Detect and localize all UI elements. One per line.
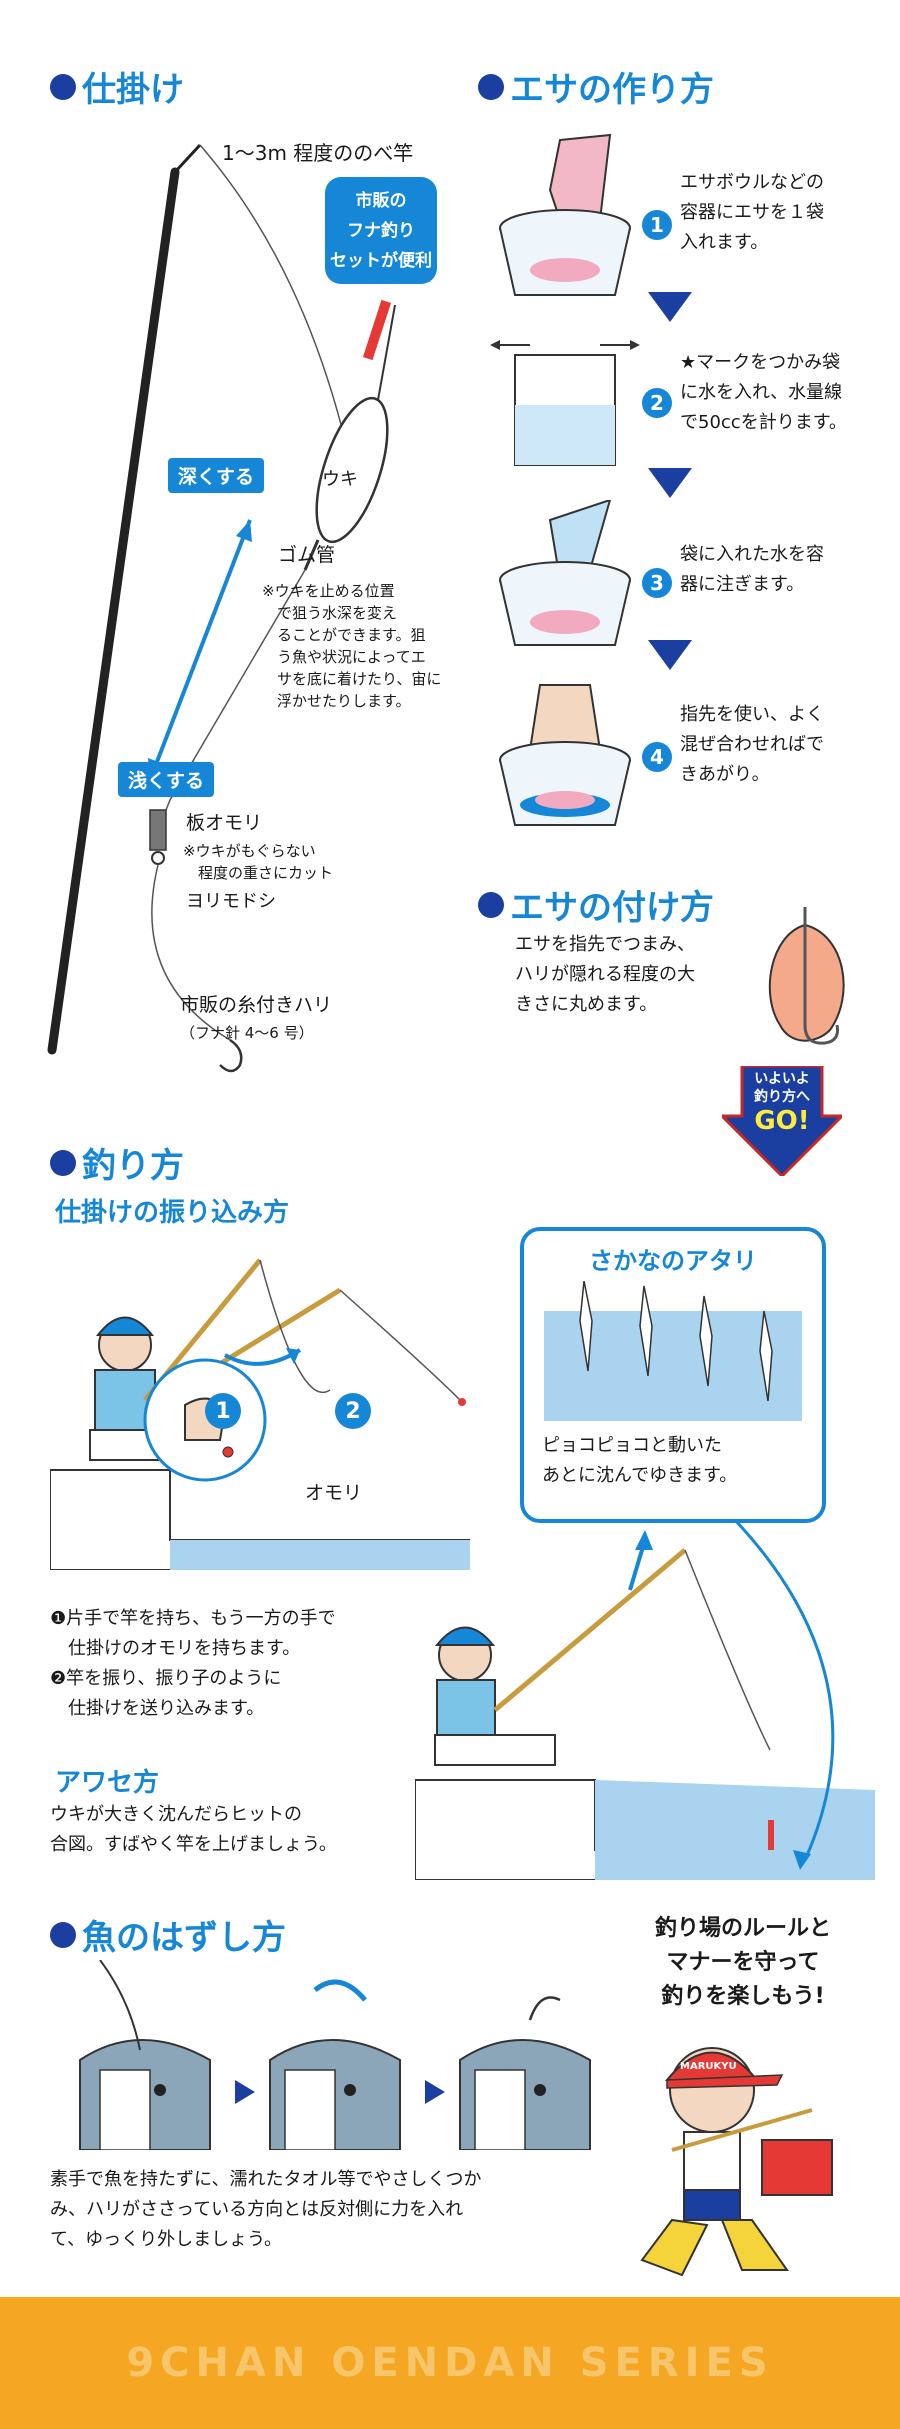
hand-icon: [528, 684, 602, 751]
rubber-tube-label: ゴム管: [278, 544, 336, 566]
step-number-3: 3: [642, 568, 672, 598]
hook-icon: [803, 907, 839, 1045]
sinker-icon: [149, 809, 167, 851]
unhook-step-1: [79, 1960, 211, 2150]
fishing-rod: [47, 167, 180, 1055]
cooler-box-icon: [761, 2139, 833, 2196]
hook-note: （フナ針 4～6 号）: [180, 1024, 314, 1042]
awase-title: アワセ方: [55, 1768, 160, 1798]
float-icon: [303, 299, 396, 571]
tackle-illustration: [47, 143, 396, 1073]
atari-box: さかなのアタリ ピョコピョコと動いた あとに沈んでゆきます。: [520, 1227, 826, 1523]
casting-illustration: [50, 1258, 470, 1570]
boot-icon: [720, 2219, 789, 2271]
float-label: ウキ: [322, 469, 358, 490]
rod-label: 1～3m 程度ののべ竿: [222, 141, 414, 165]
shallower-label: 浅くする: [118, 762, 215, 797]
step4-text: 指先を使い、よく 混ぜ合わせればで きあがり。: [680, 704, 824, 785]
bullet-dot-icon: [478, 73, 504, 100]
step-number-1: 1: [642, 210, 672, 240]
step2-image: [490, 340, 640, 466]
bait-on-hook-image: [768, 907, 845, 1045]
hook-icon: [528, 1996, 561, 2021]
bullet-dot-icon: [50, 73, 76, 100]
hooking-illustration: [415, 1520, 875, 1880]
manners-text: 釣り場のルールと マナーを守って 釣りを楽しもう!: [654, 1916, 831, 2009]
awase-text: ウキが大きく沈んだらヒットの 合図。すばやく竿を上げましょう。: [50, 1804, 337, 1855]
section-title-esa-tsukuri: エサの作り方: [478, 62, 714, 111]
bullet-dot-icon: [50, 1921, 76, 1948]
step2-text: ★マークをつかみ袋 に水を入れ、水量線 で50ccを計ります。: [680, 352, 847, 433]
mascot-illustration: [640, 2047, 833, 2277]
unhook-step-3: [459, 1996, 591, 2150]
section-title-esa-tsuke: エサの付け方: [478, 880, 714, 929]
omori-label: オモリ: [305, 1482, 363, 1504]
step-number-2: 2: [642, 388, 672, 418]
boot-icon: [640, 2218, 709, 2277]
bullet-dot-icon: [50, 1149, 76, 1176]
section-title-shikake: 仕掛け: [50, 62, 184, 111]
float-movement-image: [544, 1281, 802, 1421]
float-icon: [768, 1820, 774, 1850]
subtitle-furikomi: 仕掛けの振り込み方: [55, 1198, 290, 1228]
swivel-icon: [151, 851, 165, 865]
step3-text: 袋に入れた水を容 器に注ぎます。: [680, 544, 824, 595]
unhooking-steps-image: [79, 1960, 591, 2150]
esa-tsuke-text: エサを指先でつまみ、 ハリが隠れる程度の大 きさに丸めます。: [515, 934, 695, 1015]
unhook-step-2: [269, 1979, 401, 2150]
rubber-tube-note: ※ウキを止める位置 で狙う水深を変え ることができます。狙 う魚や状況によってエ…: [262, 582, 442, 710]
step4-image: [499, 684, 631, 826]
cast-instructions: ❶片手で竿を持ち、もう一方の手で 仕掛けのオモリを持ちます。 ❷竿を振り、振り子…: [50, 1608, 336, 1719]
cap-text: MARUKYU: [680, 2061, 737, 2072]
footer-bar: 9CHAN OENDAN SERIES: [0, 2297, 900, 2429]
atari-title: さかなのアタリ: [589, 1247, 757, 1275]
swivel-label: ヨリモドシ: [186, 891, 276, 912]
down-arrow-icon: [648, 292, 692, 322]
cap-icon: [434, 1626, 496, 1646]
cap-icon: [95, 1316, 155, 1336]
sinker-note: ※ウキがもぐらない 程度の重さにカット: [183, 842, 334, 882]
tip-bubble: 市販の フナ釣り セットが便利: [325, 177, 437, 284]
step1-text: エサボウルなどの 容器にエサを１袋 入れます。: [680, 172, 824, 253]
hook-icon: [219, 1038, 243, 1073]
go-sign: いよいよ 釣り方へ GO!: [722, 1066, 842, 1176]
section-title-tsurikata: 釣り方: [50, 1138, 184, 1187]
cast-step-1-badge: 1: [205, 1393, 241, 1429]
step-number-4: 4: [642, 742, 672, 772]
deeper-label: 深くする: [168, 458, 265, 493]
footer-text: 9CHAN OENDAN SERIES: [126, 2340, 774, 2386]
sinker-icon: [222, 1446, 234, 1458]
cast-step-2-badge: 2: [335, 1393, 371, 1429]
atari-text: ピョコピョコと動いた あとに沈んでゆきます。: [542, 1435, 738, 1486]
down-arrow-icon: [648, 640, 692, 670]
step1-image: [499, 133, 631, 296]
down-arrow-icon: [648, 468, 692, 498]
unhook-text: 素手で魚を持たずに、濡れたタオル等でやさしくつか み、ハリがささっている方向とは…: [50, 2169, 482, 2250]
step3-image: [499, 500, 631, 646]
sinker-label: 板オモリ: [186, 812, 263, 834]
hook-label: 市販の糸付きハリ: [180, 994, 333, 1016]
bullet-dot-icon: [478, 891, 504, 918]
section-title-sakana-hazushi: 魚のはずし方: [50, 1910, 286, 1959]
